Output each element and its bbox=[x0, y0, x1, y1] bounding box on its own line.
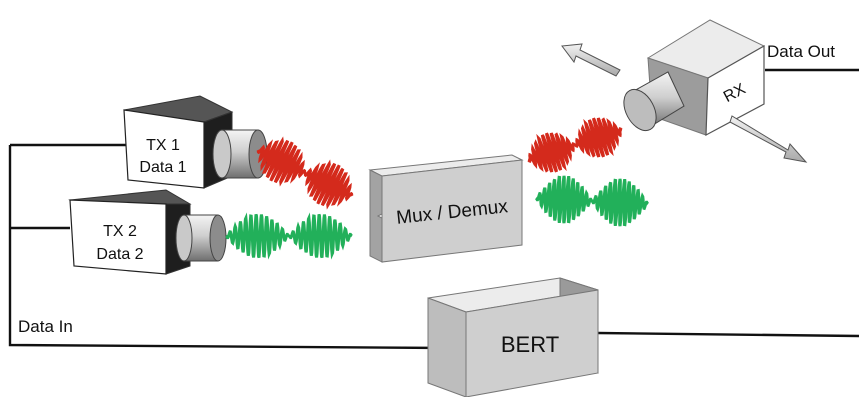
lens-icon bbox=[175, 214, 227, 262]
green-signal-tx bbox=[225, 212, 353, 260]
tx2-transmitter: TX 2 Data 2 bbox=[68, 189, 227, 275]
green-signal-rx bbox=[535, 175, 649, 227]
red-signal-tx bbox=[256, 136, 354, 210]
bert-block: BERT bbox=[427, 277, 599, 398]
data-out-label: Data Out bbox=[767, 42, 835, 61]
rx-receiver: RX bbox=[623, 19, 766, 137]
tx1-data: Data 1 bbox=[139, 159, 186, 176]
lens-icon bbox=[623, 71, 685, 132]
red-signal-rx bbox=[527, 117, 623, 173]
lens-icon bbox=[212, 129, 268, 179]
mux-demux-block: Mux / Demux bbox=[368, 154, 524, 263]
double-arrow-icon bbox=[561, 43, 808, 163]
wiring bbox=[8, 68, 859, 350]
tx1-name: TX 1 bbox=[146, 137, 180, 154]
tx2-data: Data 2 bbox=[96, 246, 143, 263]
data-in-label: Data In bbox=[18, 317, 73, 336]
tx1-transmitter: TX 1 Data 1 bbox=[123, 95, 268, 189]
tx2-name: TX 2 bbox=[103, 223, 137, 240]
optical-signals bbox=[225, 117, 649, 260]
data-in-bus bbox=[8, 145, 449, 350]
bert-label: BERT bbox=[501, 332, 559, 357]
bert-output-wire bbox=[597, 331, 859, 338]
